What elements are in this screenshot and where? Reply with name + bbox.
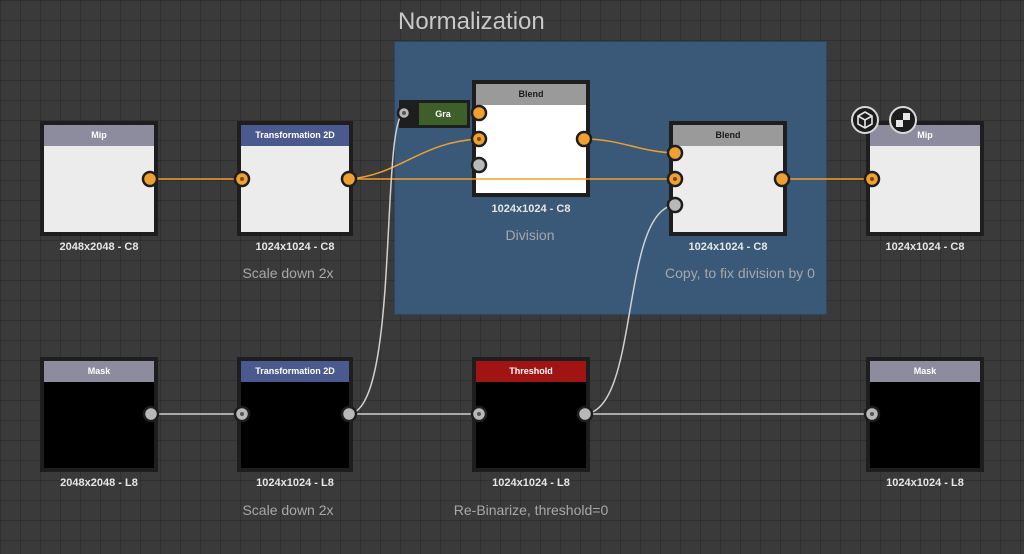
port-mask-in-output (142, 405, 160, 423)
node-title: Blend (476, 84, 586, 105)
node-comment: Division (505, 227, 555, 243)
node-thumbnail (44, 382, 154, 468)
node-resolution: 1024x1024 - C8 (255, 241, 335, 253)
node-resolution: 1024x1024 - C8 (688, 241, 768, 253)
port-mask-out-input (863, 405, 881, 423)
node-transformation-2d-bottom[interactable]: Transformation 2D (237, 357, 353, 472)
node-resolution: 1024x1024 - L8 (256, 477, 334, 489)
node-thumbnail (870, 382, 980, 468)
node-resolution: 2048x2048 - L8 (60, 477, 138, 489)
node-thumbnail (241, 146, 349, 232)
node-comment: Scale down 2x (242, 502, 334, 518)
2d-view-icon[interactable] (889, 106, 917, 134)
port-transform-top-output (340, 170, 358, 188)
node-thumbnail (673, 146, 783, 232)
frame-title: Normalization (398, 8, 545, 35)
port-gradient-input (396, 105, 412, 121)
wire-transform-to-gradient (348, 112, 405, 415)
port-blend-copy-output (773, 170, 791, 188)
port-blend-div-fg (470, 104, 488, 122)
port-transform-bottom-output (340, 405, 358, 423)
port-blend-div-bg (470, 130, 488, 148)
node-comment: Copy, to fix division by 0 (665, 265, 815, 281)
node-comment: Re-Binarize, threshold=0 (453, 502, 609, 518)
node-mask-input[interactable]: Mask (40, 357, 158, 472)
port-mip-out-input (863, 170, 881, 188)
port-transform-bottom-input (233, 405, 251, 423)
node-title: Mask (44, 361, 154, 382)
wire-blend-div-to-blend-copy (583, 138, 676, 154)
node-title: Transformation 2D (241, 361, 349, 382)
node-mip-output[interactable]: Mip (866, 121, 984, 236)
node-resolution: 1024x1024 - L8 (492, 477, 570, 489)
port-blend-copy-fg (666, 144, 684, 162)
node-comment: Scale down 2x (242, 265, 334, 281)
node-mip-input[interactable]: Mip (40, 121, 158, 236)
port-blend-div-output (575, 130, 593, 148)
node-resolution: 1024x1024 - L8 (886, 477, 964, 489)
port-blend-div-mask (470, 156, 488, 174)
node-thumbnail (476, 382, 586, 468)
port-blend-copy-mask (666, 196, 684, 214)
node-threshold[interactable]: Threshold (472, 357, 590, 472)
node-resolution: 1024x1024 - C8 (491, 203, 571, 215)
node-resolution: 2048x2048 - C8 (59, 241, 139, 253)
port-blend-copy-bg (666, 170, 684, 188)
node-title: Gra (419, 103, 467, 125)
port-transform-top-input (233, 170, 251, 188)
node-title: Transformation 2D (241, 125, 349, 146)
node-title: Mip (44, 125, 154, 146)
port-threshold-input (470, 405, 488, 423)
node-title: Threshold (476, 361, 586, 382)
node-thumbnail (44, 146, 154, 232)
node-title: Mask (870, 361, 980, 382)
wire-transform-to-blend-div (348, 138, 480, 180)
port-threshold-output (576, 405, 594, 423)
node-thumbnail (870, 146, 980, 232)
node-resolution: 1024x1024 - C8 (885, 241, 965, 253)
port-mip-in-output (141, 170, 159, 188)
node-thumbnail (241, 382, 349, 468)
node-title: Blend (673, 125, 783, 146)
wire-threshold-to-blend-copy (584, 204, 676, 415)
node-gradient[interactable]: Gra (399, 100, 470, 128)
3d-view-icon[interactable] (851, 106, 879, 134)
